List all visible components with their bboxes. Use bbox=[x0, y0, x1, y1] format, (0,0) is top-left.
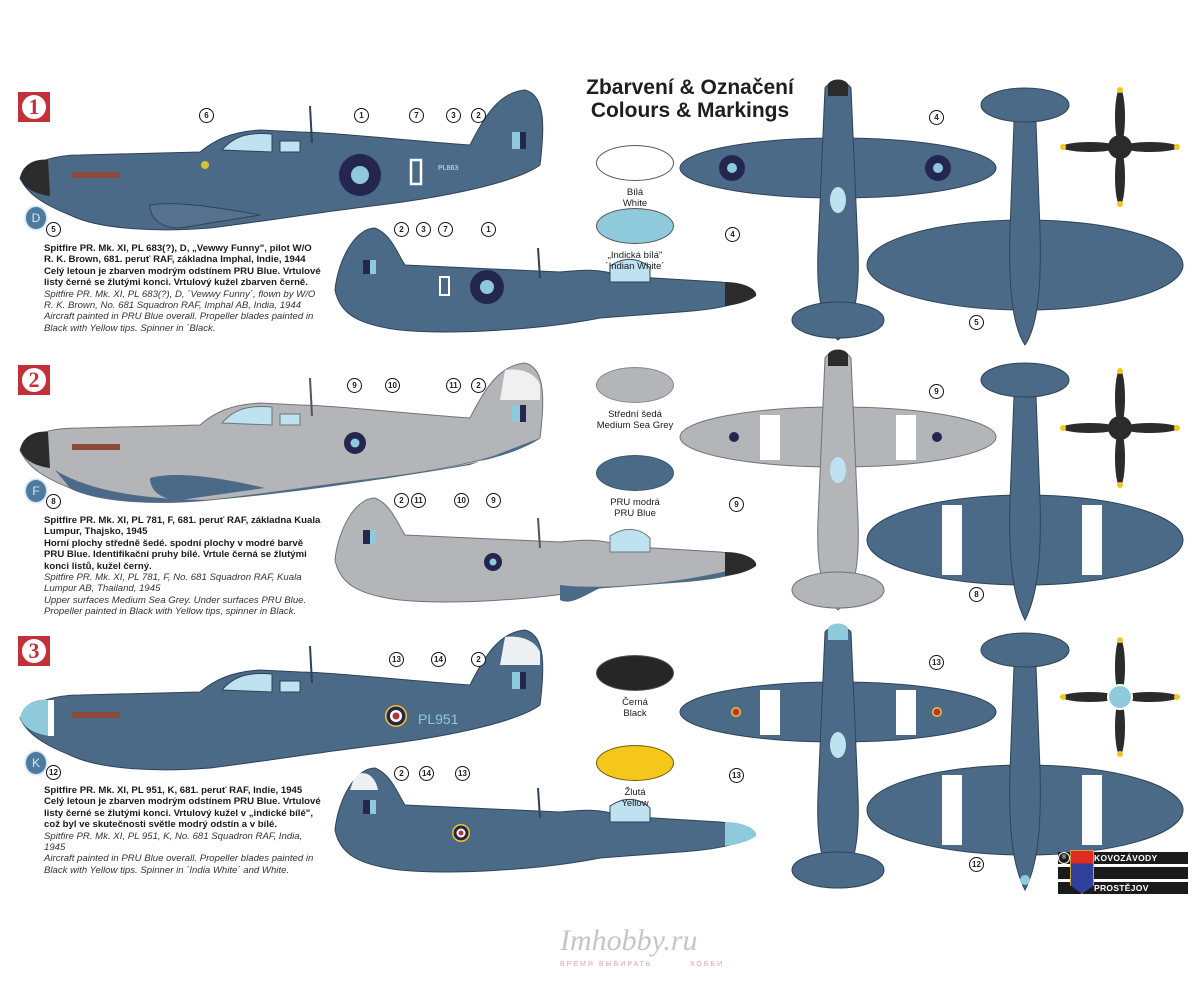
callout-marker: 12 bbox=[969, 857, 984, 872]
callout-marker: 9 bbox=[929, 384, 944, 399]
serial-3: PL951 bbox=[418, 711, 459, 727]
callout-marker: 4 bbox=[725, 227, 740, 242]
swatch-oval bbox=[596, 745, 674, 781]
propeller-3 bbox=[1060, 637, 1180, 757]
registered-mark: ® bbox=[1058, 852, 1070, 864]
callout-marker: 4 bbox=[929, 110, 944, 125]
callout-marker: 6 bbox=[199, 108, 214, 123]
callout-marker: 3 bbox=[416, 222, 431, 237]
scheme-3-profile: PL951 bbox=[19, 629, 544, 771]
callout-marker: 7 bbox=[438, 222, 453, 237]
scheme-3-profile-right bbox=[334, 767, 757, 873]
code-letter-badge-3: K bbox=[26, 752, 46, 774]
callout-marker: 9 bbox=[486, 493, 501, 508]
callout-marker: 12 bbox=[46, 765, 61, 780]
scheme-2-top-view bbox=[679, 349, 997, 611]
callout-marker: 2 bbox=[471, 652, 486, 667]
callout-marker: 2 bbox=[394, 766, 409, 781]
scheme-2-profile-right bbox=[334, 497, 757, 603]
swatch-oval bbox=[596, 145, 674, 181]
callout-marker: 14 bbox=[419, 766, 434, 781]
callout-marker: 11 bbox=[411, 493, 426, 508]
code-letter-badge-2: F bbox=[26, 480, 46, 502]
callout-marker: 5 bbox=[46, 222, 61, 237]
scheme-3-description: Spitfire PR. Mk. XI, PL 951, K, 681. per… bbox=[44, 785, 321, 876]
swatch-oval bbox=[596, 367, 674, 403]
title-czech: Zbarvení & Označení bbox=[586, 76, 794, 99]
scheme-1-top-view bbox=[679, 79, 997, 341]
swatch-oval bbox=[596, 655, 674, 691]
logo-line1: KOVOZÁVODY bbox=[1094, 853, 1158, 863]
callout-marker: 3 bbox=[446, 108, 461, 123]
scheme-badge-2: 2 bbox=[18, 365, 50, 395]
scheme-2-description: Spitfire PR. Mk. XI, PL 781, F, 681. per… bbox=[44, 515, 321, 618]
callout-marker: 8 bbox=[46, 494, 61, 509]
callout-marker: 2 bbox=[394, 222, 409, 237]
scheme-1-description: Spitfire PR. Mk. XI, PL 683(?), D, „Veww… bbox=[44, 243, 321, 334]
watermark: Imhobby.ru bbox=[560, 924, 698, 957]
swatch-oval bbox=[596, 208, 674, 244]
swatch-indian-white: „Indická bílá"´Indian White´ bbox=[595, 208, 675, 272]
scheme-1-bottom-view bbox=[866, 87, 1184, 346]
scheme-3-bottom-view bbox=[866, 632, 1184, 892]
callout-marker: 2 bbox=[471, 378, 486, 393]
callout-marker: 8 bbox=[969, 587, 984, 602]
page-title: Zbarvení & Označení Colours & Markings bbox=[560, 76, 820, 122]
callout-marker: 14 bbox=[431, 652, 446, 667]
callout-marker: 13 bbox=[729, 768, 744, 783]
scheme-badge-3: 3 bbox=[18, 636, 50, 666]
scheme-1-profile-right bbox=[334, 227, 757, 333]
watermark-tagline: ВРЕМЯ ВЫБИРАТЬ bbox=[560, 961, 653, 968]
callout-marker: 13 bbox=[929, 655, 944, 670]
scheme-3-top-view bbox=[679, 623, 997, 889]
scheme-badge-1: 1 bbox=[18, 92, 50, 122]
callout-marker: 2 bbox=[394, 493, 409, 508]
callout-marker: 9 bbox=[729, 497, 744, 512]
callout-marker: 1 bbox=[481, 222, 496, 237]
swatch-oval bbox=[596, 455, 674, 491]
callout-marker: 11 bbox=[446, 378, 461, 393]
title-english: Colours & Markings bbox=[590, 99, 790, 122]
callout-marker: 1 bbox=[354, 108, 369, 123]
callout-marker: 10 bbox=[454, 493, 469, 508]
scheme-2-bottom-view bbox=[866, 362, 1184, 622]
watermark-tagline-2: ХОББИ bbox=[690, 961, 725, 968]
callout-marker: 13 bbox=[389, 652, 404, 667]
logo-line2: PROSTĚJOV bbox=[1094, 883, 1149, 893]
callout-marker: 5 bbox=[969, 315, 984, 330]
callout-marker: 9 bbox=[347, 378, 362, 393]
code-letter-badge-1: D bbox=[26, 207, 46, 229]
serial-1: PL863 bbox=[438, 165, 458, 172]
callout-marker: 7 bbox=[409, 108, 424, 123]
propeller-1 bbox=[1060, 87, 1180, 207]
callout-marker: 10 bbox=[385, 378, 400, 393]
logo-shield bbox=[1070, 850, 1094, 894]
manufacturer-logo: ® KOVOZÁVODY PROSTĚJOV bbox=[1058, 850, 1188, 894]
callout-marker: 13 bbox=[455, 766, 470, 781]
propeller-2 bbox=[1060, 368, 1180, 488]
scheme-1-profile: PL863 bbox=[19, 89, 544, 231]
scheme-2-profile bbox=[19, 362, 544, 503]
callout-marker: 2 bbox=[471, 108, 486, 123]
